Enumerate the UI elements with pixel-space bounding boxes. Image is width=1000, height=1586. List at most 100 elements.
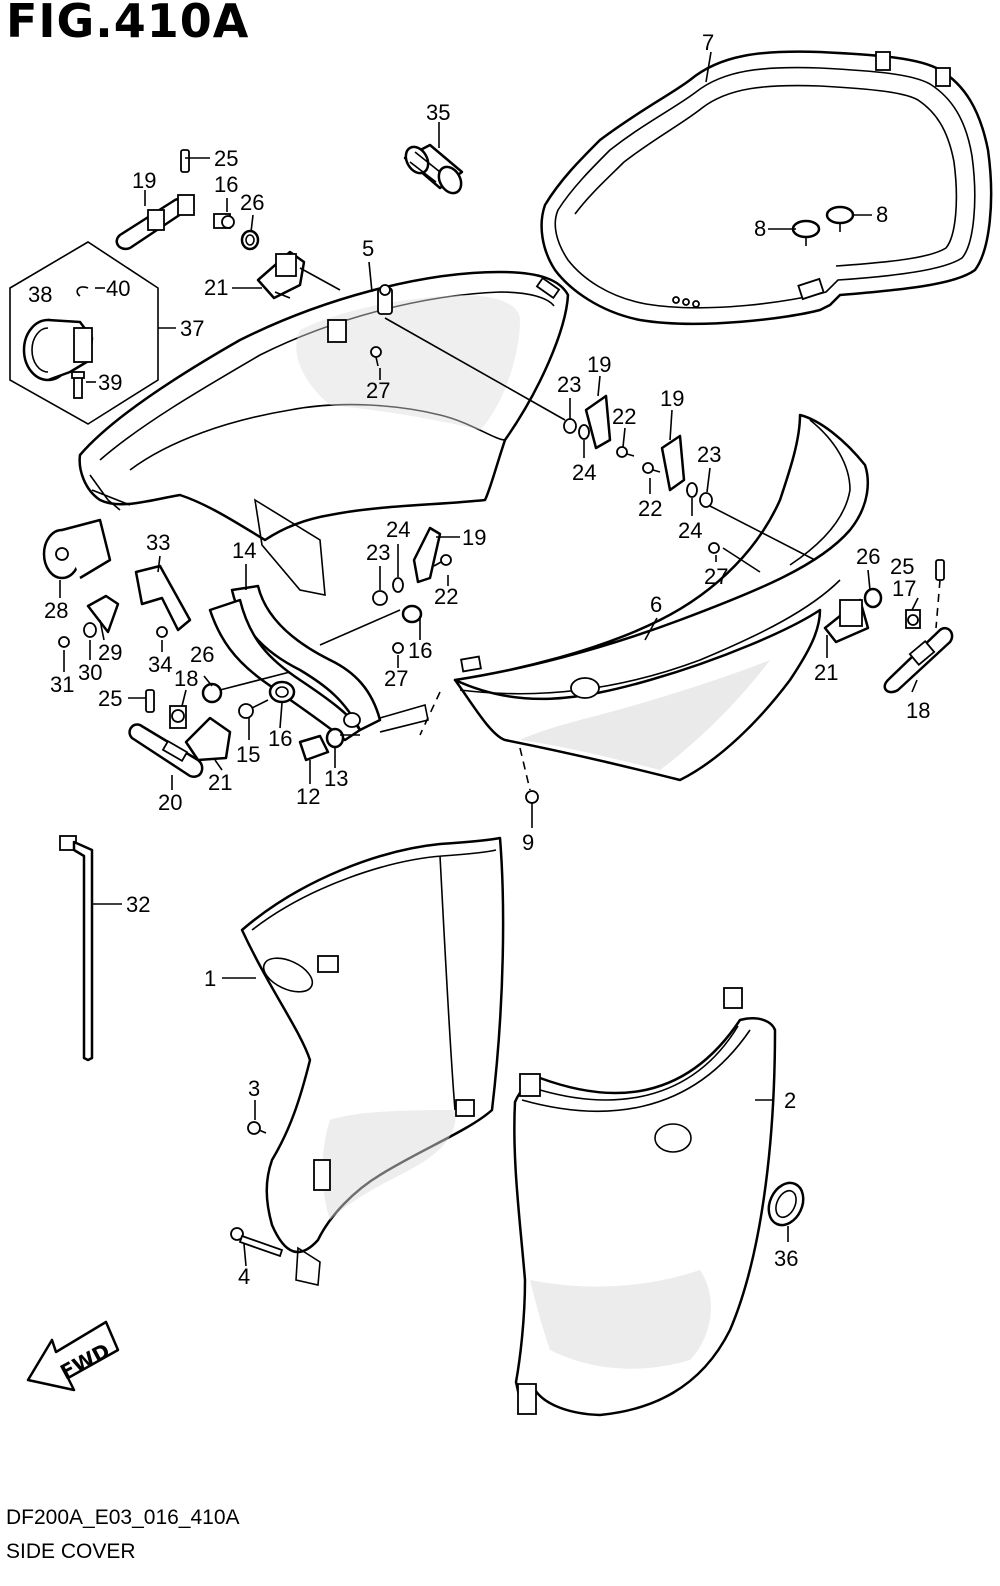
callout-17: 19 xyxy=(132,168,156,193)
callout-8-right: 8 xyxy=(876,202,888,227)
part-28-connector[interactable] xyxy=(42,518,112,580)
callout-37: 37 xyxy=(180,316,204,341)
part-21-latch-lower[interactable] xyxy=(184,716,232,762)
part-38-swivel-clamp[interactable] xyxy=(22,318,94,382)
part-17-handle[interactable] xyxy=(115,197,188,251)
part-33-bracket-plate[interactable] xyxy=(134,564,192,632)
callout-27-top: 27 xyxy=(366,378,390,403)
part-19-stopper-b[interactable] xyxy=(660,434,686,492)
part-16-lever-lower[interactable] xyxy=(169,705,187,729)
part-4-bolt[interactable] xyxy=(230,1227,284,1258)
part-16-lever-right[interactable] xyxy=(905,609,921,629)
callout-36: 36 xyxy=(774,1246,798,1271)
callout-19-a: 19 xyxy=(587,352,611,377)
callout-7: 7 xyxy=(702,30,714,55)
callout-23-a: 23 xyxy=(557,372,581,397)
part-8-rivet-right[interactable] xyxy=(825,205,855,232)
part-22-screw-b[interactable] xyxy=(642,462,661,474)
part-24-spacer-a[interactable] xyxy=(578,424,590,440)
part-26-bushing-top[interactable] xyxy=(240,229,260,251)
callout-27-right: 27 xyxy=(704,564,728,589)
callout-14: 16 xyxy=(408,638,432,663)
callout-25-right: 25 xyxy=(890,554,914,579)
callout-20: 20 xyxy=(158,790,182,815)
part-25-pin-right[interactable] xyxy=(935,559,945,581)
part-19-stopper-c[interactable] xyxy=(412,526,442,584)
callout-39: 39 xyxy=(98,370,122,395)
part-35-grommet[interactable] xyxy=(401,143,465,197)
part-15-collar[interactable] xyxy=(268,680,296,704)
part-23-washer-a[interactable] xyxy=(563,418,577,434)
part-27-screw-c[interactable] xyxy=(392,642,404,654)
part-25-pin-lower[interactable] xyxy=(145,689,155,713)
part-18-handle-right[interactable] xyxy=(883,626,954,694)
part-30-washer[interactable] xyxy=(83,622,97,638)
part-16-lever-top[interactable] xyxy=(177,194,235,229)
part-2-lower-side-cover-starboard[interactable] xyxy=(513,987,777,1417)
callout-13: 15 xyxy=(236,742,260,767)
callout-12: 14 xyxy=(232,538,256,563)
part-3-screw[interactable] xyxy=(247,1121,267,1135)
callout-6: 6 xyxy=(650,592,662,617)
callout-24-c: 24 xyxy=(386,517,410,542)
part-26-bushing-right[interactable] xyxy=(863,587,883,609)
callout-31: 31 xyxy=(50,672,74,697)
callout-21-right: 21 xyxy=(814,660,838,685)
callout-16-right: 17 xyxy=(892,576,916,601)
callout-22-a: 22 xyxy=(612,404,636,429)
callout-38: 38 xyxy=(28,282,52,307)
callout-16-lower: 18 xyxy=(174,666,198,691)
callout-10: 12 xyxy=(296,784,320,809)
part-36-emblem[interactable] xyxy=(762,1177,810,1230)
part-24-spacer-c[interactable] xyxy=(392,577,404,593)
callout-19-c: 19 xyxy=(462,525,486,550)
part-13-bolt[interactable] xyxy=(238,699,269,719)
callout-27-lower: 27 xyxy=(384,666,408,691)
part-7-seal[interactable] xyxy=(540,50,993,326)
part-5-upper-side-cover[interactable] xyxy=(78,270,570,596)
part-21-latch-right[interactable] xyxy=(823,598,870,644)
callout-24-b: 24 xyxy=(678,518,702,543)
callout-2: 2 xyxy=(784,1088,796,1113)
figure-name: SIDE COVER xyxy=(6,1540,136,1563)
part-9-screw[interactable] xyxy=(525,790,539,812)
callout-22-b: 22 xyxy=(638,496,662,521)
part-11-washer[interactable] xyxy=(325,727,345,749)
part-31-screw[interactable] xyxy=(58,636,70,648)
callout-11: 13 xyxy=(324,766,348,791)
part-14-bushing[interactable] xyxy=(401,604,423,624)
part-23-washer-c[interactable] xyxy=(372,590,388,606)
callout-32: 32 xyxy=(126,892,150,917)
part-23-washer-b[interactable] xyxy=(699,492,713,508)
part-21-latch-top[interactable] xyxy=(256,250,306,300)
part-1-lower-side-cover-port[interactable] xyxy=(240,836,505,1286)
part-34-screw[interactable] xyxy=(156,626,168,638)
part-39-pin[interactable] xyxy=(71,371,85,399)
part-22-screw-a[interactable] xyxy=(616,446,635,458)
part-25-pin-top[interactable] xyxy=(180,149,190,173)
callout-26-lower: 26 xyxy=(190,642,214,667)
callout-1: 1 xyxy=(204,966,216,991)
part-27-screw-a[interactable] xyxy=(370,346,382,367)
part-26-bushing-lower[interactable] xyxy=(201,682,223,704)
callout-40: 40 xyxy=(106,276,130,301)
part-10-cap[interactable] xyxy=(298,734,330,762)
part-27-screw-b[interactable] xyxy=(708,542,720,554)
part-12-rear-trim[interactable] xyxy=(208,584,429,742)
callout-5: 5 xyxy=(362,236,374,261)
part-6-upper-side-cover-starboard[interactable] xyxy=(453,413,870,782)
callout-35: 35 xyxy=(426,100,450,125)
callout-26-right: 26 xyxy=(856,544,880,569)
callout-15: 16 xyxy=(268,726,292,751)
part-37-kit-outline xyxy=(9,241,159,425)
part-19-stopper-a[interactable] xyxy=(584,394,612,450)
callout-23-c: 23 xyxy=(366,540,390,565)
callout-21-lower: 21 xyxy=(208,770,232,795)
part-22-screw-c[interactable] xyxy=(433,554,452,567)
part-24-spacer-b[interactable] xyxy=(686,482,698,498)
part-32-cable-tie[interactable] xyxy=(59,835,94,1062)
part-20-handle-lower[interactable] xyxy=(128,723,204,778)
callout-19-b: 19 xyxy=(660,386,684,411)
part-40-clip[interactable] xyxy=(76,286,89,297)
callout-8-left: 8 xyxy=(754,216,766,241)
